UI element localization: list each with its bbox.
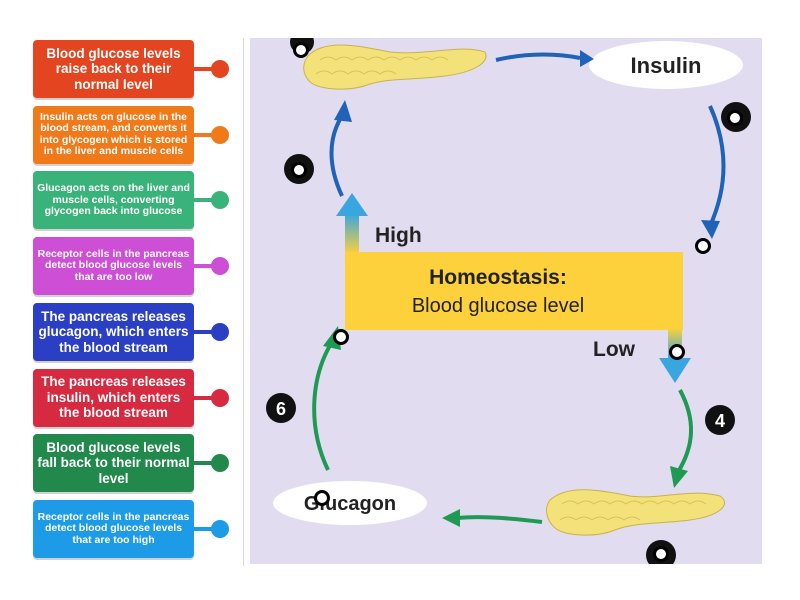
card-drag-handle[interactable] xyxy=(211,519,229,538)
homeostasis-box xyxy=(345,252,683,330)
card-drag-handle[interactable] xyxy=(211,191,229,210)
step-badge-4 xyxy=(705,405,735,435)
drop-target[interactable] xyxy=(669,344,685,360)
low-arrow-head xyxy=(659,358,691,383)
arrowhead xyxy=(334,100,352,122)
pancreas-top xyxy=(303,44,487,90)
arrow-pancreas-to-glucagon xyxy=(457,515,543,524)
draggable-card[interactable]: The pancreas releases glucagon, which en… xyxy=(33,302,194,361)
drop-target[interactable] xyxy=(695,238,711,254)
step-number-6: 6 xyxy=(276,399,286,419)
card-connector xyxy=(194,198,220,203)
arrowhead xyxy=(670,466,688,488)
homeostasis-title: Homeostasis: xyxy=(429,266,567,289)
insulin-label: Insulin xyxy=(631,53,702,78)
glucagon-bubble xyxy=(273,481,427,525)
arrow-high-to-pancreas xyxy=(329,114,344,197)
card-text: Receptor cells in the pancreas detect bl… xyxy=(37,247,190,283)
card-text: Receptor cells in the pancreas detect bl… xyxy=(37,510,190,546)
card-text: Insulin acts on glucose in the blood str… xyxy=(39,110,188,158)
card-connector xyxy=(194,329,220,334)
draggable-card[interactable]: Insulin acts on glucose in the blood str… xyxy=(33,105,194,164)
arrowhead xyxy=(580,50,594,67)
draggable-card[interactable]: Blood glucose levels raise back to their… xyxy=(33,40,194,98)
card-text: Glucagon acts on the liver and muscle ce… xyxy=(37,182,190,218)
arrow-glucagon-to-box xyxy=(312,340,334,471)
card-connector xyxy=(194,461,220,466)
card-connector xyxy=(194,132,220,137)
low-label: Low xyxy=(593,338,636,361)
divider xyxy=(243,38,244,566)
step-badge-6 xyxy=(266,393,296,423)
high-arrow-head xyxy=(336,193,368,216)
card-drag-handle[interactable] xyxy=(211,60,229,78)
card-connector xyxy=(194,526,220,531)
draggable-card[interactable]: The pancreas releases insulin, which ent… xyxy=(33,368,194,427)
draggable-card[interactable]: Glucagon acts on the liver and muscle ce… xyxy=(33,171,194,230)
drop-target[interactable] xyxy=(333,329,349,345)
high-label: High xyxy=(375,224,422,247)
pancreas-bottom xyxy=(546,489,726,536)
card-connector xyxy=(194,264,220,269)
homeostasis-subtitle: Blood glucose level xyxy=(412,295,584,317)
card-connector xyxy=(194,395,220,400)
step-number-4: 4 xyxy=(715,411,725,431)
card-drag-handle[interactable] xyxy=(211,125,229,144)
card-text: The pancreas releases glucagon, which en… xyxy=(38,308,189,355)
arrowhead xyxy=(442,509,460,527)
insulin-bubble xyxy=(589,41,743,89)
glucose-homeostasis-diagram: Insulin Glucagon Homeostasis: Blood gluc… xyxy=(250,38,762,564)
draggable-card[interactable]: Receptor cells in the pancreas detect bl… xyxy=(33,237,194,296)
arrow-insulin-to-box xyxy=(708,105,726,227)
drop-target[interactable] xyxy=(314,490,330,506)
card-drag-handle[interactable] xyxy=(211,454,229,473)
card-drag-handle[interactable] xyxy=(211,388,229,407)
high-arrow-shaft xyxy=(345,214,359,254)
drop-target[interactable] xyxy=(293,42,309,58)
arrowhead xyxy=(701,220,720,239)
arrow-low-to-pancreas xyxy=(676,389,693,474)
drop-target[interactable] xyxy=(291,162,307,178)
card-drag-handle[interactable] xyxy=(211,257,229,276)
card-text: The pancreas releases insulin, which ent… xyxy=(41,374,186,421)
draggable-card[interactable]: Blood glucose levels fall back to their … xyxy=(33,434,194,493)
card-drag-handle[interactable] xyxy=(211,322,229,341)
draggable-card[interactable]: Receptor cells in the pancreas detect bl… xyxy=(33,499,194,558)
card-text: Blood glucose levels raise back to their… xyxy=(46,45,181,92)
card-text: Blood glucose levels fall back to their … xyxy=(37,439,190,486)
card-connector xyxy=(194,67,220,71)
drop-target[interactable] xyxy=(727,110,743,126)
drop-target[interactable] xyxy=(653,546,669,562)
diagram-graphics: Insulin Glucagon Homeostasis: Blood gluc… xyxy=(266,38,751,564)
arrow-pancreas-to-insulin xyxy=(495,52,581,62)
